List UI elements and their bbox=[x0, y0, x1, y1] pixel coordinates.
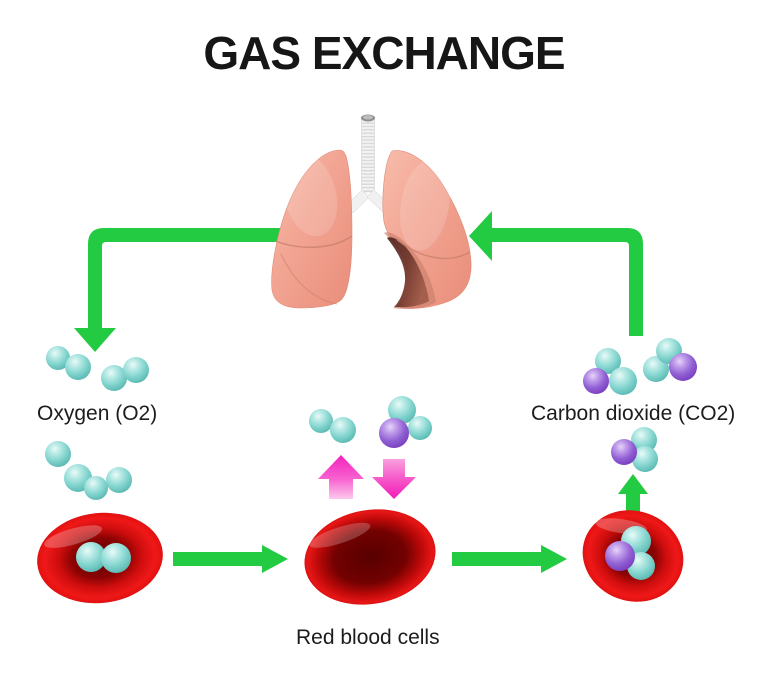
right-lung-fissure bbox=[396, 239, 471, 260]
oxygen-atom bbox=[330, 417, 356, 443]
oxygen-release-up-arrow bbox=[318, 455, 364, 499]
red-blood-cell bbox=[304, 509, 436, 605]
oxygen-atom bbox=[106, 467, 132, 493]
red-cell-highlight bbox=[44, 525, 102, 548]
arrow-cell2-to-cell3 bbox=[452, 545, 567, 573]
arrow-lungs-to-oxygen bbox=[74, 228, 300, 352]
oxygen-atom bbox=[84, 476, 108, 500]
arrow-co2-to-lungs bbox=[469, 211, 643, 336]
carbon-atom bbox=[669, 353, 697, 381]
diagram-title: GAS EXCHANGE bbox=[203, 27, 565, 79]
oxygen-label: Oxygen (O2) bbox=[37, 402, 158, 425]
oxygen-atom bbox=[46, 346, 70, 370]
co2-molecule bbox=[611, 427, 658, 472]
right-lung-notch-shadow bbox=[387, 237, 429, 308]
left-lung-lower-fissure bbox=[280, 253, 338, 305]
oxygen-molecule bbox=[76, 542, 131, 573]
oxygen-atom bbox=[76, 542, 106, 572]
oxygen-molecule bbox=[84, 467, 132, 500]
oxygen-atom bbox=[631, 427, 657, 453]
co2-molecule bbox=[643, 338, 697, 382]
oxygen-atom bbox=[609, 367, 637, 395]
right-lung bbox=[382, 150, 472, 309]
oxygen-atom bbox=[388, 396, 416, 424]
left-lung-fissure bbox=[274, 235, 353, 249]
carbon-atom bbox=[379, 418, 409, 448]
oxygen-atom bbox=[309, 409, 333, 433]
left-lung bbox=[271, 149, 353, 309]
oxygen-atom bbox=[101, 365, 127, 391]
carbon-atom bbox=[611, 439, 637, 465]
oxygen-atom bbox=[101, 543, 131, 573]
oxygen-atom bbox=[45, 441, 71, 467]
co2-uptake-down-arrow bbox=[372, 459, 416, 499]
oxygen-atom bbox=[123, 357, 149, 383]
red-blood-cells-label: Red blood cells bbox=[296, 626, 440, 649]
oxygen-molecule bbox=[101, 357, 149, 391]
trachea-ribs bbox=[361, 118, 375, 192]
oxygen-atom bbox=[632, 446, 658, 472]
lungs-illustration bbox=[271, 149, 472, 310]
arrow-cell1-to-cell2 bbox=[173, 545, 288, 573]
co2-molecule bbox=[605, 526, 655, 580]
arrow-cell3-to-co2 bbox=[618, 474, 648, 515]
carbon-atom bbox=[605, 541, 635, 571]
oxygen-molecule bbox=[309, 409, 356, 443]
red-cell-body bbox=[304, 509, 436, 605]
right-lung-highlight bbox=[400, 159, 450, 251]
oxygen-atom bbox=[408, 416, 432, 440]
left-lung-highlight bbox=[282, 153, 338, 237]
oxygen-atom bbox=[643, 356, 669, 382]
red-cell-highlight bbox=[309, 522, 371, 548]
carbon-dioxide-label: Carbon dioxide (CO2) bbox=[531, 402, 736, 425]
oxygen-molecule bbox=[46, 346, 91, 380]
co2-molecule bbox=[379, 396, 432, 448]
oxygen-atom bbox=[595, 348, 621, 374]
trachea-cap-inner bbox=[363, 115, 373, 120]
carbon-atom bbox=[583, 368, 609, 394]
trachea bbox=[345, 114, 391, 214]
co2-molecule bbox=[583, 348, 637, 395]
oxygen-atom bbox=[65, 354, 91, 380]
